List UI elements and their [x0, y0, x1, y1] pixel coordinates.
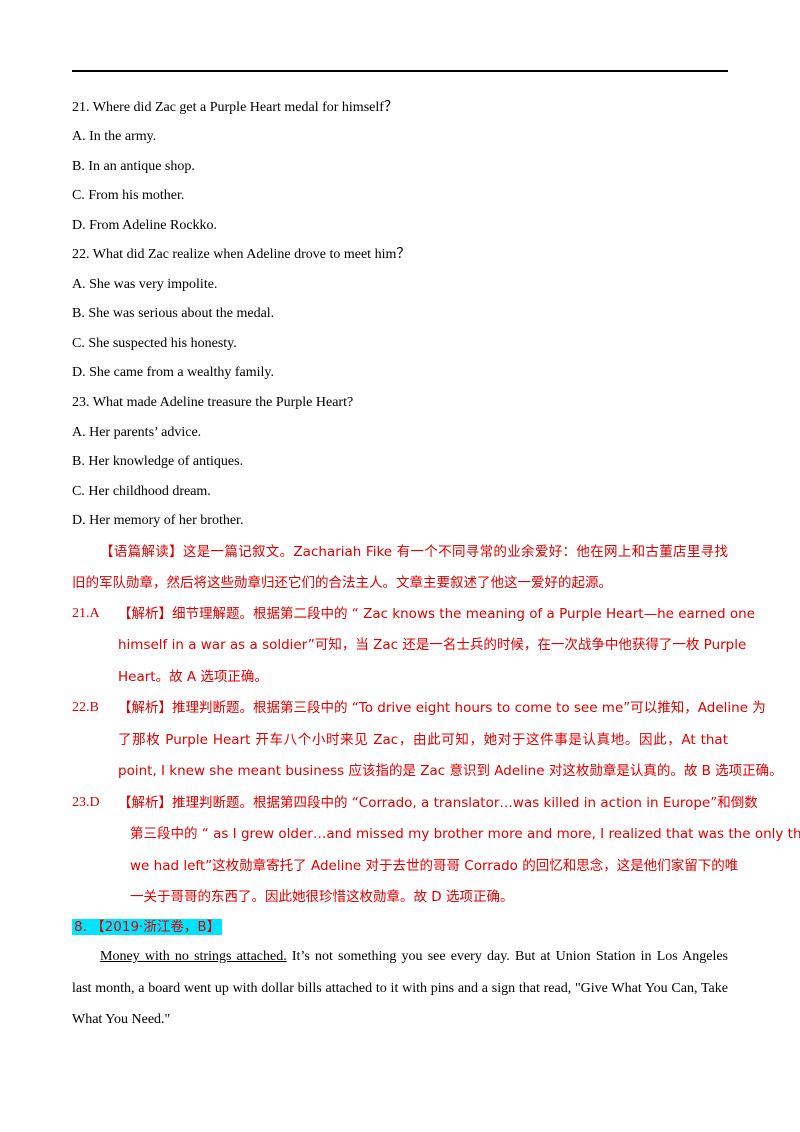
q22-option-b: B. She was serious about the medal. [72, 306, 275, 321]
passage-line-3: What You Need." [72, 1012, 171, 1027]
header-rule [72, 70, 728, 72]
answer-21-line-2: himself in a war as a soldier”可知，当 Zac 还… [118, 637, 747, 653]
passage-line-1: Money with no strings attached. It’s not… [100, 948, 728, 966]
q23-option-d: D. Her memory of her brother. [72, 513, 244, 528]
answer-23-line-2: 第三段中的 “ as I grew older…and missed my br… [130, 826, 800, 842]
answer-23-line-4: 一关于哥哥的东西了。因此她很珍惜这枚勋章。故 D 选项正确。 [130, 889, 514, 905]
passage-title: Money with no strings attached. [100, 949, 287, 964]
q23-option-a: A. Her parents’ advice. [72, 425, 202, 440]
passage-analysis-line-2: 旧的军队勋章，然后将这些勋章归还它们的合法主人。文章主要叙述了他这一爱好的起源。 [72, 575, 612, 591]
q21-option-a: A. In the army. [72, 129, 157, 144]
q22-option-c: C. She suspected his honesty. [72, 336, 237, 351]
q23-option-c: C. Her childhood dream. [72, 484, 211, 499]
question-21-stem: 21. Where did Zac get a Purple Heart med… [72, 100, 398, 115]
question-23-stem: 23. What made Adeline treasure the Purpl… [72, 395, 354, 410]
q21-option-d: D. From Adeline Rockko. [72, 218, 218, 233]
answer-22-line-1: 【解析】推理判断题。根据第三段中的 “To drive eight hours … [118, 700, 766, 716]
q23-option-b: B. Her knowledge of antiques. [72, 454, 244, 469]
q21-option-c: C. From his mother. [72, 188, 185, 203]
passage-analysis-line-1: 【语篇解读】这是一篇记叙文。Zachariah Fike 有一个不同寻常的业余爱… [100, 544, 728, 560]
passage-line-2: last month, a board went up with dollar … [72, 981, 728, 996]
answer-22-line-3: point, I knew she meant business 应该指的是 Z… [118, 763, 783, 779]
answer-22-key: 22.B [72, 700, 99, 715]
q22-option-d: D. She came from a wealthy family. [72, 365, 275, 380]
answer-21-line-1: 【解析】细节理解题。根据第二段中的 “ Zac knows the meanin… [118, 606, 755, 622]
answer-22-line-2: 了那枚 Purple Heart 开车八个小时来见 Zac，由此可知，她对于这件… [118, 732, 728, 748]
q22-option-a: A. She was very impolite. [72, 277, 218, 292]
passage-line-1-text: It’s not something you see every day. Bu… [286, 949, 728, 964]
question-22-stem: 22. What did Zac realize when Adeline dr… [72, 247, 411, 262]
section-heading: 8. 【2019·浙江卷，B】 [72, 918, 223, 937]
q21-option-b: B. In an antique shop. [72, 159, 195, 174]
section-heading-highlight: 8. 【2019·浙江卷，B】 [72, 919, 223, 935]
answer-23-key: 23.D [72, 795, 100, 810]
answer-21-key: 21.A [72, 606, 100, 621]
answer-23-line-3: we had left”这枚勋章寄托了 Adeline 对于去世的哥哥 Corr… [130, 858, 739, 874]
answer-23-line-1: 【解析】推理判断题。根据第四段中的 “Corrado, a translator… [118, 795, 758, 811]
answer-21-line-3: Heart。故 A 选项正确。 [118, 669, 268, 685]
